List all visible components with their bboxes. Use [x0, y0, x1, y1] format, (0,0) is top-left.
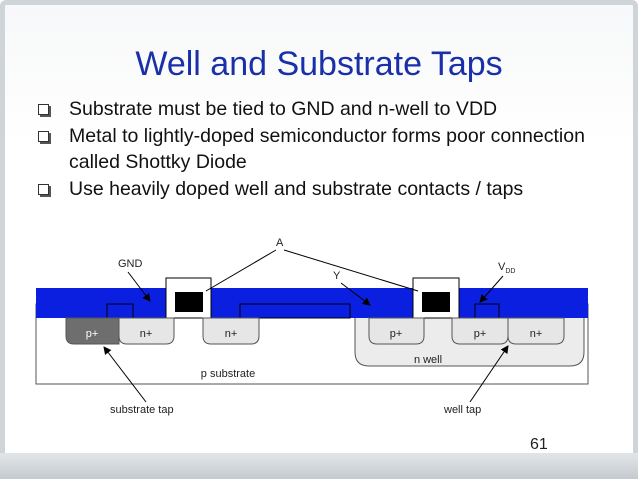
slide-bottom-band: [0, 453, 638, 479]
p-plus-diffusion: [368, 317, 425, 345]
bullet-item: Metal to lightly-doped semiconductor for…: [38, 123, 618, 175]
metal-layer: [36, 288, 588, 318]
region-label-n-plus: n+: [225, 328, 238, 340]
a-leader-line: [205, 249, 277, 292]
gnd-label: GND: [118, 258, 143, 270]
square-bullet-icon: [38, 131, 49, 142]
substrate-tap-label: substrate tap: [110, 404, 174, 416]
well-tap-arrow: [469, 345, 509, 403]
vdd-label-subscript: DD: [505, 268, 515, 275]
n-plus-diffusion: [202, 317, 260, 345]
square-bullet-icon: [38, 184, 49, 195]
substrate-tap-arrow: [103, 346, 147, 403]
gate-poly: [175, 292, 203, 312]
slide-number: 61: [530, 436, 548, 453]
vdd-label-main: V: [498, 261, 506, 273]
region-label-n-plus: n+: [530, 328, 543, 340]
region-label-p-plus: p+: [474, 328, 487, 340]
n-well-label: n well: [414, 354, 442, 366]
well-tap-label: well tap: [443, 404, 481, 416]
gate-poly: [422, 292, 450, 312]
region-label-n-plus: n+: [140, 328, 153, 340]
well-substrate-tap-diagram: p+ n+ n+ p+ p+ n+ n well p substrate GND…: [35, 237, 589, 416]
bullet-item: Substrate must be tied to GND and n-well…: [38, 96, 618, 122]
a-label: A: [276, 237, 284, 249]
slide-title: Well and Substrate Taps: [135, 45, 503, 83]
square-bullet-icon: [38, 104, 49, 115]
vdd-label: VDD: [498, 261, 515, 275]
y-arrow: [340, 282, 371, 306]
bullet-text: Use heavily doped well and substrate con…: [69, 178, 524, 200]
region-label-p-plus: p+: [390, 328, 403, 340]
gnd-arrow: [127, 271, 151, 302]
bullet-text: Substrate must be tied to GND and n-well…: [69, 98, 498, 120]
bullet-text: Metal to lightly-doped semiconductor for…: [69, 125, 585, 173]
bullet-item: Use heavily doped well and substrate con…: [38, 176, 618, 202]
p-substrate-label: p substrate: [201, 368, 255, 380]
n-plus-diffusion: [118, 317, 175, 345]
y-label: Y: [333, 270, 341, 282]
a-leader-line: [283, 249, 419, 292]
region-label-p-plus: p+: [86, 328, 99, 340]
bullet-list: Substrate must be tied to GND and n-well…: [38, 96, 618, 203]
contact-outline: [239, 303, 351, 319]
vdd-arrow: [479, 275, 504, 303]
n-plus-diffusion: [507, 317, 565, 345]
